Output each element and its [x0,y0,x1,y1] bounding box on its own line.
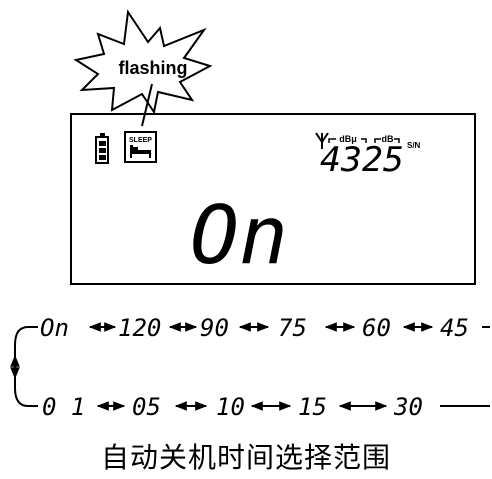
cycle-value-30: 30 [393,393,423,420]
dbu-bracket [328,138,367,143]
db-unit-label: dB [382,134,394,144]
flashing-starburst [73,9,213,115]
cycle-value-120: 120 [118,314,161,342]
sn-label: S/N [407,141,421,150]
sleep-icon: SLEEP [124,131,157,163]
lcd-segments: SLEEP dBμ dB 4325 S/N On [95,131,421,282]
sleep-label: SLEEP [129,137,152,144]
cycle-value-75: 75 [278,314,307,342]
antenna-icon [315,132,329,149]
callout-graphic: flashing [73,9,213,127]
lcd-panel: SLEEP dBμ dB 4325 S/N On [70,113,476,285]
sleep-cycle-diagram: On 120 90 75 60 45 0 1 05 10 15 30 [10,314,490,420]
cycle-loop-line [14,326,38,407]
cycle-value-15: 15 [298,393,327,420]
cycle-value-01: 0 1 [42,393,85,420]
db-bracket [374,138,400,143]
callout-pointer [141,83,153,127]
cycle-value-10: 10 [216,393,245,420]
main-display: On [190,189,288,282]
cycle-value-on: On [40,314,69,342]
signal-readout: 4325 [320,140,404,180]
cycle-value-45: 45 [440,314,469,342]
cycle-value-90: 90 [200,314,229,342]
cycle-value-60: 60 [362,314,391,342]
diagram-caption: 自动关机时间选择范围 [100,441,391,474]
dbu-unit-label: dBμ [339,134,357,144]
cycle-value-05: 05 [132,393,161,420]
flashing-label: flashing [118,58,187,78]
battery-icon [95,133,109,164]
